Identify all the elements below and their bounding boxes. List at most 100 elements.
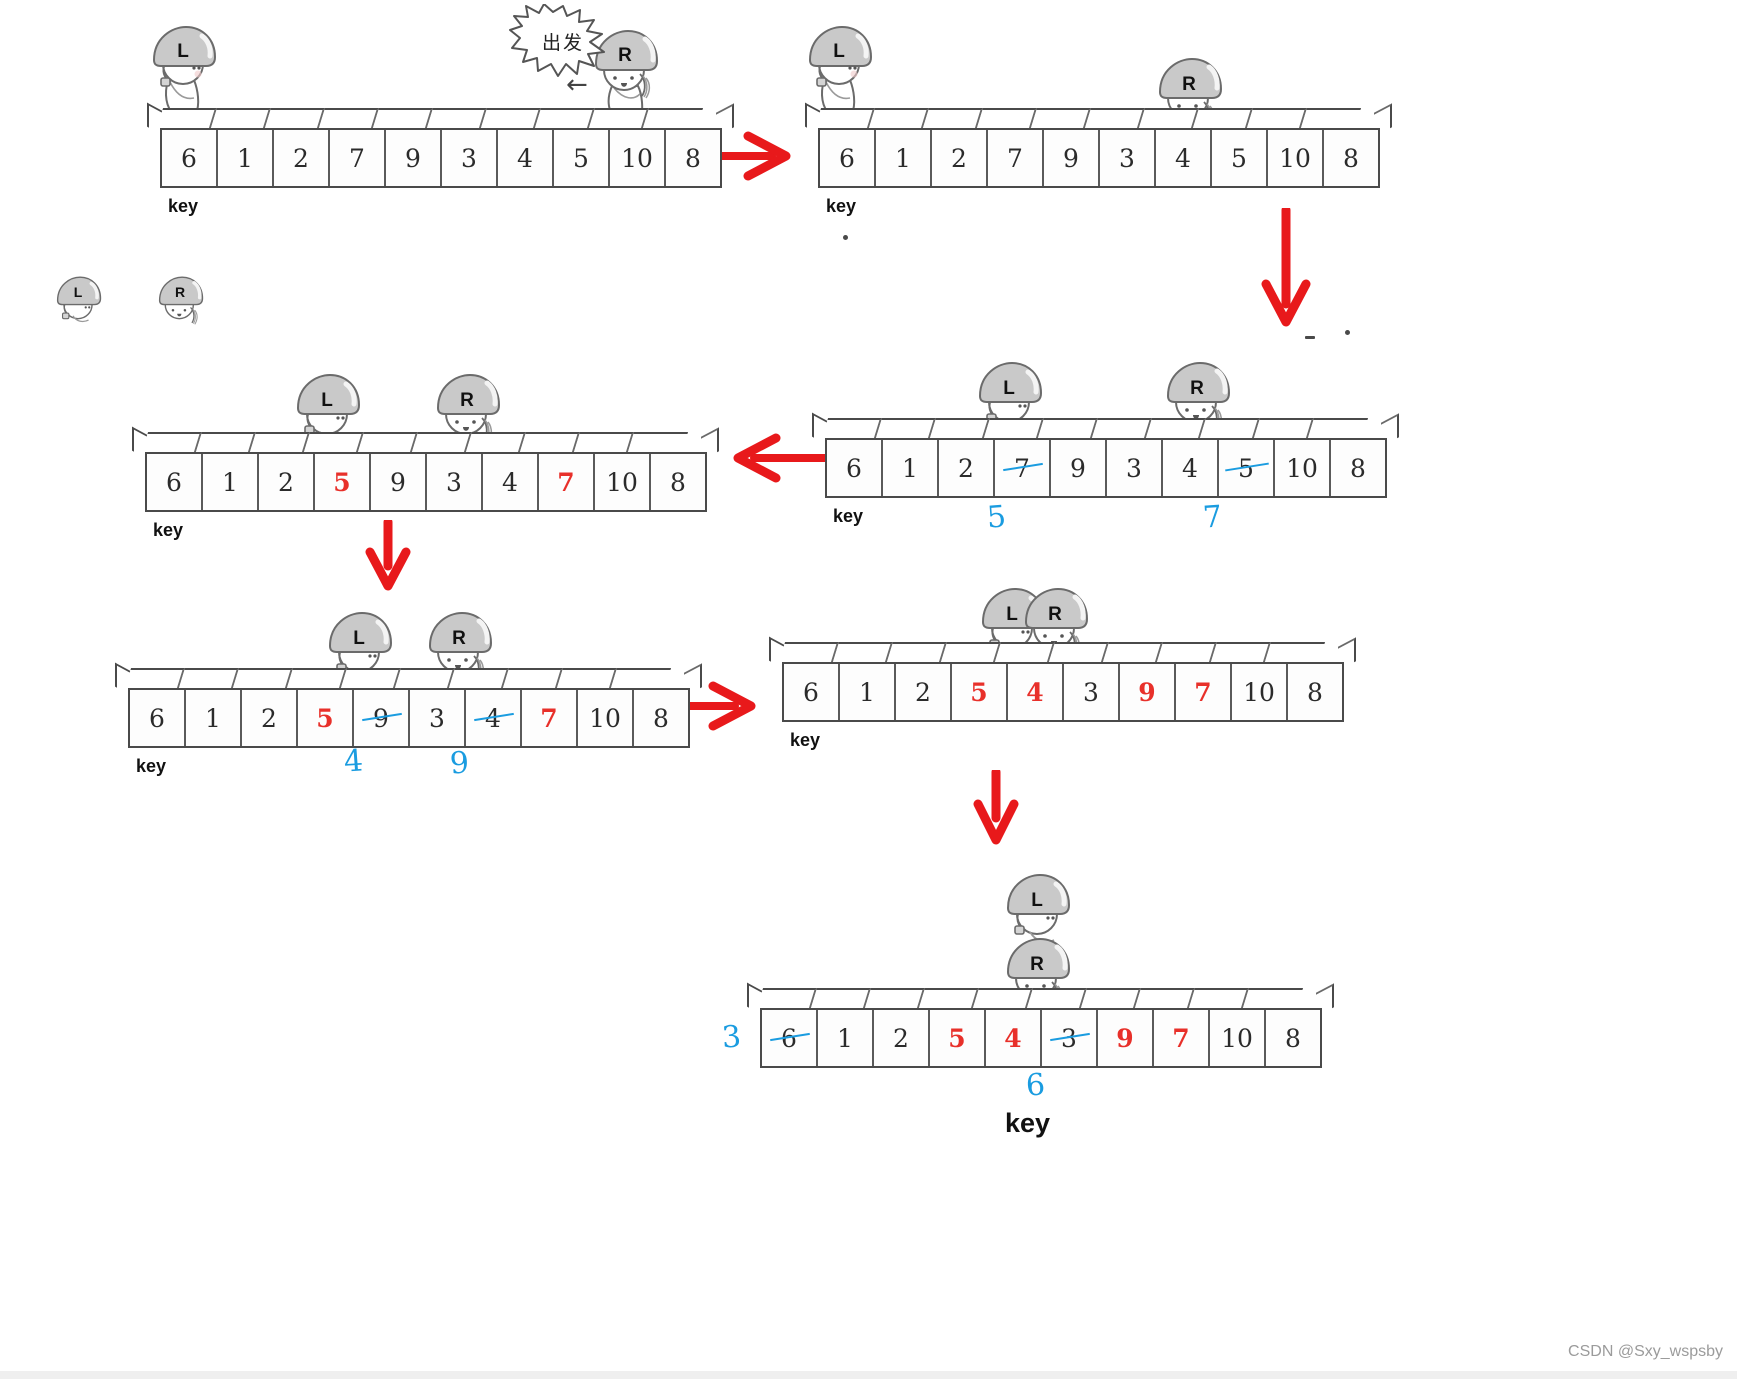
blue-note: 7 [1201, 499, 1224, 536]
array-cell: 8 [1288, 664, 1342, 720]
ink-dash [1305, 336, 1315, 339]
array-cell: 9 [1044, 130, 1100, 186]
blue-note: 5 [985, 499, 1008, 536]
panel-1: 6 1 2 7 9 3 4 5 10 8 key [147, 102, 734, 216]
pointer-soldier-left: L [146, 24, 220, 120]
array-cell: 10 [595, 454, 651, 510]
panel-6: 6 1 2 5 4 3 9 7 10 8 key [769, 636, 1356, 750]
strike-through [770, 1032, 810, 1042]
pointer-soldier-left: L [972, 356, 1046, 452]
array-strip-7: 6 1 2 5 4 3 9 7 10 8 [747, 982, 1334, 1068]
array-cells-7: 6 1 2 5 4 3 9 7 10 8 [760, 1008, 1322, 1068]
array-cell: 3 [1042, 1010, 1098, 1066]
array-cell: 3 [427, 454, 483, 510]
array-cell: 3 [1064, 664, 1120, 720]
idle-soldier-right: R [154, 272, 206, 340]
panel-3: 6 1 2 7 9 3 4 5 10 8 key 5 7 [812, 412, 1399, 536]
array-cells-2: 6 1 2 7 9 3 4 5 10 8 [818, 128, 1380, 188]
blue-note-left: 3 [720, 1019, 743, 1056]
speech-burst: 出发 [508, 4, 618, 82]
array-cell: 8 [1266, 1010, 1320, 1066]
strike-through [1003, 462, 1043, 472]
ink-dot [843, 235, 848, 240]
array-cell: 8 [634, 690, 688, 746]
array-cell: 10 [1210, 1010, 1266, 1066]
array-cell: 6 [784, 664, 840, 720]
array-cell: 3 [1100, 130, 1156, 186]
blue-note: 9 [448, 745, 471, 782]
panel-5: 6 1 2 5 9 3 4 7 10 8 key 4 9 [115, 662, 702, 782]
array-cell: 6 [762, 1010, 818, 1066]
array-cell: 5 [1212, 130, 1268, 186]
array-cell-highlighted: 5 [315, 454, 371, 510]
array-cell: 8 [1324, 130, 1378, 186]
array-cell: 6 [147, 454, 203, 510]
array-cells-1: 6 1 2 7 9 3 4 5 10 8 [160, 128, 722, 188]
key-label: key [153, 520, 184, 540]
flow-arrow-down-1 [1258, 205, 1314, 335]
array-cells-4: 6 1 2 5 9 3 4 7 10 8 [145, 452, 707, 512]
panel-4: 6 1 2 5 9 3 4 7 10 8 key [132, 426, 719, 540]
bubble-left-arrow-icon: ← [566, 70, 588, 100]
array-cell-highlighted: 9 [1120, 664, 1176, 720]
array-cell: 9 [386, 130, 442, 186]
array-cell: 10 [610, 130, 666, 186]
array-cell: 10 [1268, 130, 1324, 186]
array-cell-highlighted: 5 [298, 690, 354, 746]
array-cell: 1 [186, 690, 242, 746]
array-cell: 2 [939, 440, 995, 496]
array-cell-highlighted: 7 [1176, 664, 1232, 720]
array-cell: 6 [130, 690, 186, 746]
pointer-soldier-left: L [802, 24, 876, 120]
array-cell: 9 [371, 454, 427, 510]
flow-arrow-down-3 [968, 767, 1024, 851]
key-label: key [136, 756, 167, 776]
key-label: key [833, 506, 864, 526]
array-cell: 8 [651, 454, 705, 510]
array-cell: 2 [259, 454, 315, 510]
array-strip-2: 6 1 2 7 9 3 4 5 10 8 [805, 102, 1392, 188]
blue-note: 6 [1024, 1067, 1047, 1104]
array-cell: 4 [483, 454, 539, 510]
strike-through [1050, 1032, 1090, 1042]
array-cell: 1 [840, 664, 896, 720]
strike-through [362, 712, 402, 722]
key-label: key [168, 196, 199, 216]
array-cell: 7 [988, 130, 1044, 186]
strip-lip [156, 108, 722, 128]
array-cell-highlighted: 7 [522, 690, 578, 746]
strike-through [1225, 462, 1269, 472]
array-strip-1: 6 1 2 7 9 3 4 5 10 8 [147, 102, 734, 188]
array-strip-5: 6 1 2 5 9 3 4 7 10 8 [115, 662, 702, 748]
array-cell: 2 [932, 130, 988, 186]
array-cell: 5 [554, 130, 610, 186]
array-cell-highlighted: 4 [1008, 664, 1064, 720]
key-label-bottom: key [1005, 1108, 1051, 1138]
array-cell: 8 [1331, 440, 1385, 496]
array-cell: 7 [995, 440, 1051, 496]
array-cell: 9 [354, 690, 410, 746]
array-strip-4: 6 1 2 5 9 3 4 7 10 8 [132, 426, 719, 512]
array-cells-3: 6 1 2 7 9 3 4 5 10 8 [825, 438, 1387, 498]
array-cell-highlighted: 7 [1154, 1010, 1210, 1066]
array-cell: 1 [818, 1010, 874, 1066]
ink-dot [1345, 330, 1350, 335]
array-cell: 6 [162, 130, 218, 186]
idle-soldier-left: L [52, 272, 104, 340]
panel-2: 6 1 2 7 9 3 4 5 10 8 key [805, 102, 1392, 216]
flow-arrow-left-1 [730, 432, 840, 489]
panel-7: 6 1 2 5 4 3 9 7 10 8 3 6 key [721, 982, 1334, 1138]
watermark: CSDN @Sxy_wspsby [1568, 1343, 1723, 1360]
array-cell: 9 [1051, 440, 1107, 496]
array-cell: 1 [883, 440, 939, 496]
array-cell: 2 [896, 664, 952, 720]
array-cell: 4 [498, 130, 554, 186]
array-cell: 2 [874, 1010, 930, 1066]
strike-through [474, 712, 514, 722]
array-cell: 10 [578, 690, 634, 746]
array-cell: 1 [876, 130, 932, 186]
array-strip-6: 6 1 2 5 4 3 9 7 10 8 [769, 636, 1356, 722]
array-cell: 10 [1232, 664, 1288, 720]
array-cell: 4 [1156, 130, 1212, 186]
